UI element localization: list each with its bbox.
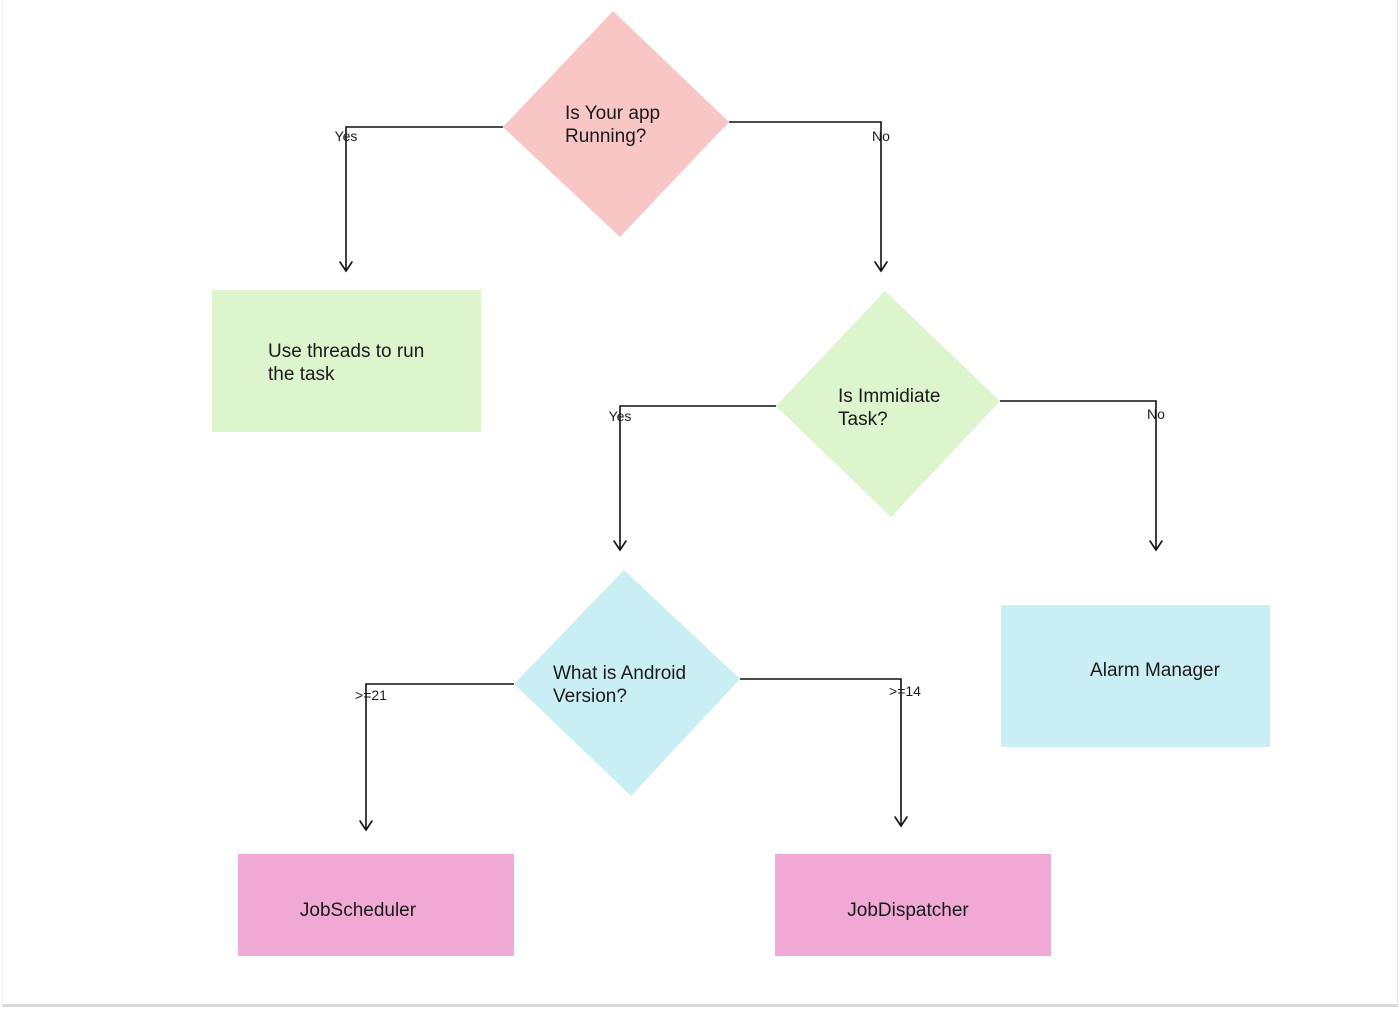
edge-version-21: >=21 — [355, 683, 514, 832]
edge-label-no: No — [1147, 406, 1165, 422]
process-label: JobDispatcher — [847, 900, 969, 921]
decision-app-running: Is Your app Running? — [503, 11, 729, 237]
process-job-scheduler: JobScheduler — [238, 854, 514, 956]
process-label-line2: the task — [268, 364, 335, 385]
process-box — [775, 854, 1051, 956]
decision-label-line2: Running? — [565, 126, 646, 147]
edge-label-version-14: >=14 — [889, 683, 921, 699]
edge-label-version-21: >=21 — [355, 687, 387, 703]
process-label-line1: Use threads to run — [268, 341, 424, 362]
edge-label-yes: Yes — [609, 408, 632, 424]
process-alarm-manager: Alarm Manager — [1001, 605, 1270, 747]
process-box — [238, 854, 514, 956]
edge-app-running-yes: Yes — [335, 126, 503, 273]
decision-diamond — [776, 291, 1000, 517]
decision-diamond — [503, 11, 729, 237]
process-job-dispatcher: JobDispatcher — [775, 854, 1051, 956]
process-box — [1001, 605, 1270, 747]
decision-label-line1: Is Immidiate — [838, 386, 940, 407]
edge-immediate-yes: Yes — [609, 405, 776, 552]
decision-label-line2: Version? — [553, 686, 627, 707]
decision-label-line2: Task? — [838, 409, 888, 430]
edge-label-no: No — [872, 128, 890, 144]
edge-version-14: >=14 — [740, 678, 921, 828]
decision-label-line1: Is Your app — [565, 103, 660, 124]
decision-diamond — [514, 570, 740, 796]
decision-immediate-task: Is Immidiate Task? — [776, 291, 1000, 517]
process-box — [212, 290, 481, 432]
decision-label-line1: What is Android — [553, 663, 686, 684]
decision-android-version: What is Android Version? — [514, 570, 740, 796]
process-use-threads: Use threads to run the task — [212, 290, 481, 432]
edge-app-running-no: No — [729, 121, 890, 273]
edge-label-yes: Yes — [335, 128, 358, 144]
process-label: Alarm Manager — [1090, 660, 1221, 681]
process-label: JobScheduler — [300, 900, 417, 921]
edge-immediate-no: No — [1000, 400, 1165, 552]
